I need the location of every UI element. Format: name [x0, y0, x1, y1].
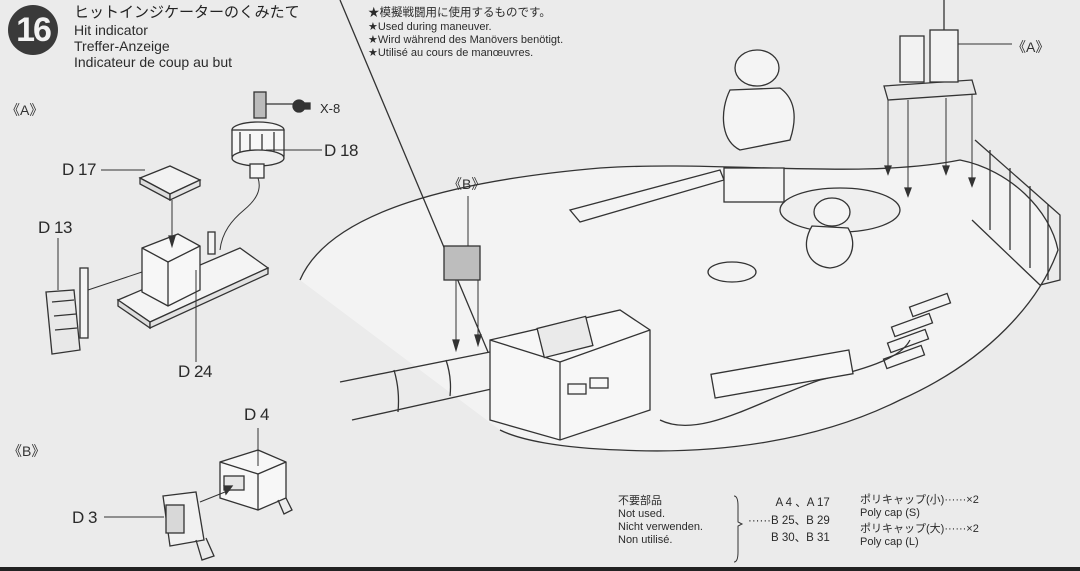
poly-cap-large-jp: ポリキャップ(大)······×2	[860, 523, 979, 535]
unused-english: Not used.	[618, 508, 666, 520]
title-french: Indicateur de coup au but	[74, 54, 233, 70]
subassembly-b-drawing	[104, 428, 293, 561]
step-title-jp: ヒットインジケーターのくみたて Hit indicator Treffer-An…	[74, 4, 300, 70]
unused-french: Non utilisé.	[618, 534, 673, 546]
part-label-x8: X-8	[320, 101, 341, 116]
part-label-d18: D 18	[324, 141, 358, 160]
part-label-d4: D 4	[244, 405, 269, 424]
note-french: ★Utilisé au cours de manœuvres.	[368, 47, 534, 59]
unused-parts-row: B 30、B 31	[770, 532, 830, 544]
poly-cap-small-jp: ポリキャップ(小)······×2	[860, 494, 979, 506]
unused-parts-list: A 4 、A 17 ······B 25、B 29 B 30、B 31	[748, 495, 830, 548]
title-english: Hit indicator	[74, 22, 148, 38]
step-number-badge: 16	[8, 5, 58, 55]
subassembly-a-label: 《A》	[6, 102, 44, 118]
note-german: ★Wird während des Manövers benötigt.	[368, 34, 564, 46]
unused-german: Nicht verwenden.	[618, 521, 703, 533]
part-label-d3: D 3	[72, 508, 97, 527]
note-english: ★Used during maneuver.	[368, 21, 492, 33]
part-label-d24: D 24	[178, 362, 212, 381]
note-japanese: ★模擬戦闘用に使用するものです。	[368, 7, 551, 19]
poly-cap-list: ポリキャップ(小)······×2 Poly cap (S) ポリキャップ(大)…	[860, 494, 979, 548]
unused-japanese: 不要部品	[618, 495, 662, 507]
tank-turret-drawing	[299, 0, 1061, 452]
unused-parts-note: 不要部品 Not used. Nicht verwenden. Non util…	[618, 495, 703, 547]
title-german: Treffer-Anzeige	[74, 38, 170, 54]
poly-cap-small-en: Poly cap (S)	[860, 506, 920, 519]
subassembly-a-drawing	[45, 91, 322, 362]
title-japanese: ヒットインジケーターのくみたて	[74, 4, 300, 21]
unused-parts-row: ······B 25、B 29	[748, 514, 830, 527]
part-label-d17: D 17	[62, 160, 96, 179]
tank-callout-b: 《B》	[448, 176, 486, 192]
subassembly-b-label: 《B》	[8, 443, 46, 459]
page-bottom-border	[0, 567, 1080, 571]
part-label-d13: D 13	[38, 218, 72, 237]
tank-callout-a: 《A》	[1012, 39, 1050, 55]
usage-notes: ★模擬戦闘用に使用するものです。 ★Used during maneuver. …	[368, 7, 563, 60]
poly-cap-large-en: Poly cap (L)	[860, 535, 919, 548]
unused-parts-row: A 4 、A 17	[775, 497, 830, 509]
